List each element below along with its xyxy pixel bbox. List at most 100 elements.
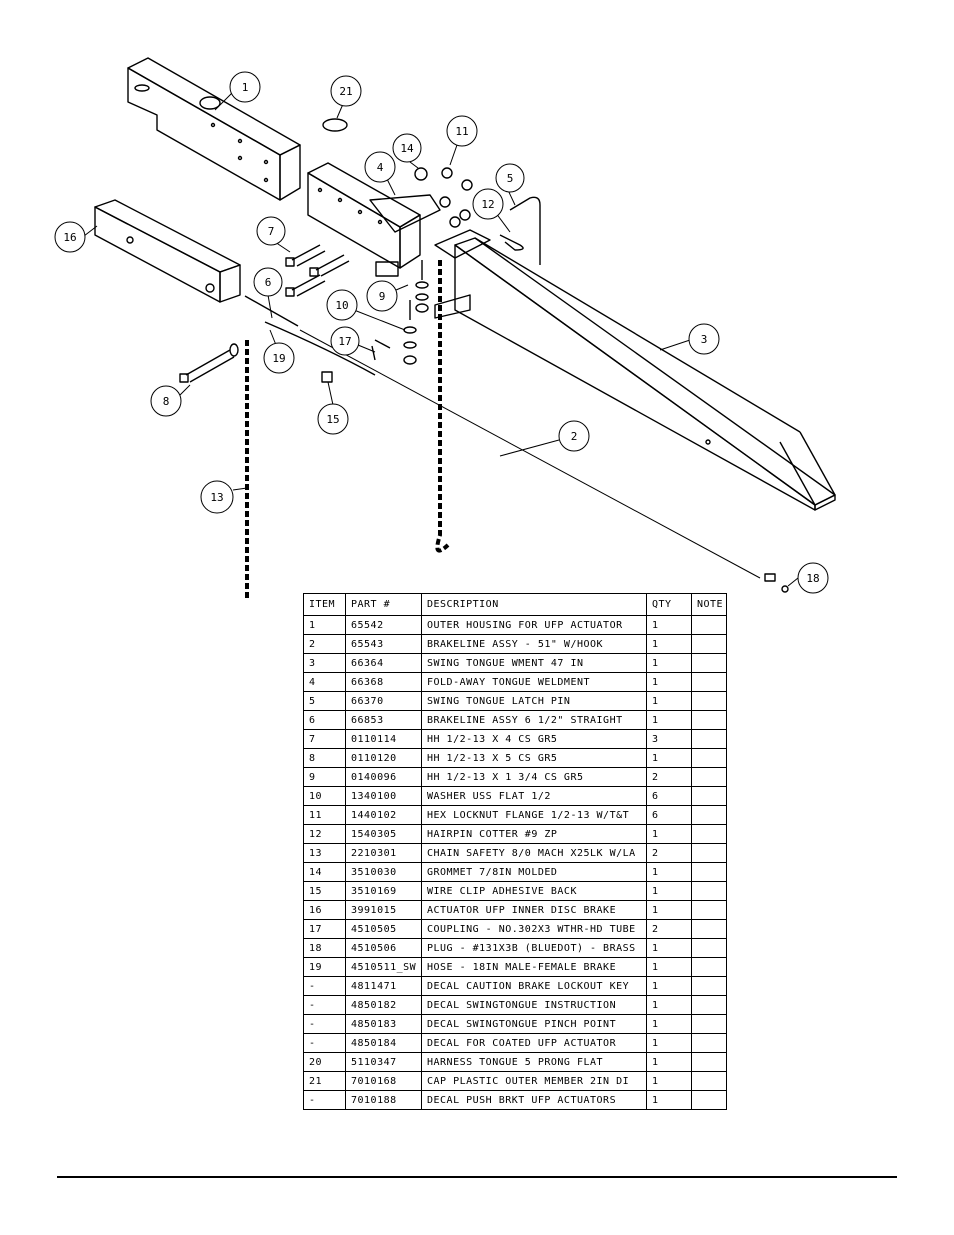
callout-19: 19	[263, 342, 295, 374]
qty-cell: 1	[646, 1014, 692, 1034]
header-qty: QTY	[646, 593, 692, 616]
callout-4: 4	[364, 151, 396, 183]
nuts-and-washers-part	[403, 167, 473, 365]
description-cell: FOLD-AWAY TONGUE WELDMENT	[421, 672, 647, 692]
description-cell: ACTUATOR UFP INNER DISC BRAKE	[421, 900, 647, 920]
brake-hose-part	[264, 321, 376, 376]
hex-bolt-5in-part	[179, 343, 239, 383]
item-cell: 3	[303, 653, 346, 673]
svg-text:3: 3	[701, 333, 708, 346]
header-item: ITEM	[303, 593, 346, 616]
hex-bolts-4in-part	[285, 244, 350, 297]
svg-text:1: 1	[242, 81, 249, 94]
description-cell: DECAL SWINGTONGUE PINCH POINT	[421, 1014, 647, 1034]
qty-cell: 1	[646, 824, 692, 844]
item-cell: 1	[303, 615, 346, 635]
svg-text:10: 10	[335, 299, 348, 312]
note-cell	[691, 824, 727, 844]
item-cell: -	[303, 1014, 346, 1034]
callout-5: 5	[495, 163, 525, 193]
svg-text:16: 16	[63, 231, 76, 244]
qty-cell: 1	[646, 995, 692, 1015]
note-cell	[691, 938, 727, 958]
part-number-cell: 4510511_SW	[345, 957, 422, 977]
item-cell: -	[303, 976, 346, 996]
svg-text:11: 11	[455, 125, 468, 138]
note-cell	[691, 919, 727, 939]
long-brakeline-part	[299, 329, 761, 579]
item-cell: 13	[303, 843, 346, 863]
description-cell: DECAL CAUTION BRAKE LOCKOUT KEY	[421, 976, 647, 996]
qty-cell: 2	[646, 919, 692, 939]
description-cell: SWING TONGUE WMENT 47 IN	[421, 653, 647, 673]
item-cell: 20	[303, 1052, 346, 1072]
callout-9: 9	[366, 280, 398, 312]
part-number-cell: 2210301	[345, 843, 422, 863]
item-cell: 8	[303, 748, 346, 768]
description-cell: CHAIN SAFETY 8/0 MACH X25LK W/LA	[421, 843, 647, 863]
svg-text:8: 8	[163, 395, 170, 408]
callout-2: 2	[558, 420, 590, 452]
note-cell	[691, 976, 727, 996]
svg-text:6: 6	[265, 276, 272, 289]
latch-pin-part	[509, 196, 541, 265]
item-cell: 17	[303, 919, 346, 939]
note-cell	[691, 634, 727, 654]
note-cell	[691, 843, 727, 863]
description-cell: CAP PLASTIC OUTER MEMBER 2IN DI	[421, 1071, 647, 1091]
item-cell: 5	[303, 691, 346, 711]
qty-cell: 1	[646, 634, 692, 654]
item-cell: 14	[303, 862, 346, 882]
callout-11: 11	[446, 115, 478, 147]
part-number-cell: 1340100	[345, 786, 422, 806]
note-cell	[691, 748, 727, 768]
item-cell: 21	[303, 1071, 346, 1091]
short-brakeline-part	[244, 295, 299, 327]
svg-text:21: 21	[339, 85, 352, 98]
description-cell: GROMMET 7/8IN MOLDED	[421, 862, 647, 882]
note-cell	[691, 1014, 727, 1034]
description-cell: DECAL PUSH BRKT UFP ACTUATORS	[421, 1090, 647, 1110]
note-cell	[691, 615, 727, 635]
item-cell: 11	[303, 805, 346, 825]
note-cell	[691, 1033, 727, 1053]
header-part-number: PART #	[345, 593, 422, 616]
qty-cell: 6	[646, 805, 692, 825]
qty-cell: 1	[646, 862, 692, 882]
item-cell: 16	[303, 900, 346, 920]
item-cell: -	[303, 1033, 346, 1053]
note-cell	[691, 710, 727, 730]
note-cell	[691, 862, 727, 882]
svg-text:17: 17	[338, 335, 351, 348]
note-cell	[691, 957, 727, 977]
qty-cell: 1	[646, 1033, 692, 1053]
qty-cell: 1	[646, 710, 692, 730]
note-cell	[691, 691, 727, 711]
item-cell: 15	[303, 881, 346, 901]
callout-12: 12	[472, 188, 504, 220]
part-number-cell: 0110114	[345, 729, 422, 749]
callout-6: 6	[253, 267, 283, 297]
svg-text:14: 14	[400, 142, 414, 155]
callout-7: 7	[256, 216, 286, 246]
safety-chain-right-part	[435, 260, 450, 553]
description-cell: SWING TONGUE LATCH PIN	[421, 691, 647, 711]
header-description: DESCRIPTION	[421, 593, 647, 616]
note-cell	[691, 1090, 727, 1110]
description-cell: HARNESS TONGUE 5 PRONG FLAT	[421, 1052, 647, 1072]
part-number-cell: 3510030	[345, 862, 422, 882]
description-cell: DECAL SWINGTONGUE INSTRUCTION	[421, 995, 647, 1015]
header-note: NOTE	[691, 593, 727, 616]
description-cell: HAIRPIN COTTER #9 ZP	[421, 824, 647, 844]
item-cell: 19	[303, 957, 346, 977]
